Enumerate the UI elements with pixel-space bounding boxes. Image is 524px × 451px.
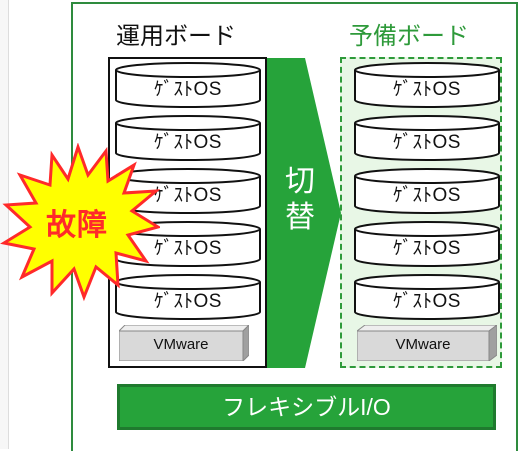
guest-os-label: ｹﾞｽﾄOS	[154, 79, 222, 100]
hypervisor-label: VMware	[395, 336, 451, 353]
guest-os-label: ｹﾞｽﾄOS	[393, 79, 461, 100]
switch-label: 切 替	[280, 164, 320, 236]
switch-label-line1: 切	[285, 165, 315, 198]
spare-guest-stack: ｹﾞｽﾄOS ｹﾞｽﾄOS ｹﾞｽﾄOS ｹﾞｽﾄOS ｹﾞｽﾄOS	[354, 62, 500, 327]
guest-os-label: ｹﾞｽﾄOS	[154, 185, 222, 206]
guest-os-label: ｹﾞｽﾄOS	[393, 132, 461, 153]
spare-board-title: 予備ボード	[349, 23, 469, 50]
active-guest-stack: ｹﾞｽﾄOS ｹﾞｽﾄOS ｹﾞｽﾄOS ｹﾞｽﾄOS ｹﾞｽﾄOS	[115, 62, 261, 327]
guest-os-disk: ｹﾞｽﾄOS	[115, 274, 261, 320]
guest-os-disk: ｹﾞｽﾄOS	[354, 221, 500, 267]
active-hypervisor-block: VMware	[119, 325, 249, 361]
guest-os-disk: ｹﾞｽﾄOS	[115, 62, 261, 108]
guest-os-label: ｹﾞｽﾄOS	[393, 291, 461, 312]
guest-os-label: ｹﾞｽﾄOS	[154, 132, 222, 153]
hypervisor-label: VMware	[153, 336, 209, 353]
flexible-io-bar: フレキシブルI/O	[117, 384, 496, 430]
failure-label: 故障	[46, 209, 108, 242]
guest-os-label: ｹﾞｽﾄOS	[154, 238, 222, 259]
guest-os-label: ｹﾞｽﾄOS	[393, 238, 461, 259]
guest-os-disk: ｹﾞｽﾄOS	[115, 115, 261, 161]
switch-arrow	[267, 58, 341, 368]
left-edge-strip	[0, 0, 9, 449]
guest-os-label: ｹﾞｽﾄOS	[393, 185, 461, 206]
guest-os-disk: ｹﾞｽﾄOS	[354, 274, 500, 320]
guest-os-disk: ｹﾞｽﾄOS	[354, 115, 500, 161]
spare-hypervisor-block: VMware	[357, 325, 497, 361]
guest-os-disk: ｹﾞｽﾄOS	[354, 168, 500, 214]
guest-os-disk: ｹﾞｽﾄOS	[354, 62, 500, 108]
guest-os-label: ｹﾞｽﾄOS	[154, 291, 222, 312]
active-board-title: 運用ボード	[116, 23, 236, 50]
switch-label-line2: 替	[285, 201, 315, 234]
failure-burst-icon	[0, 143, 160, 302]
guest-os-disk: ｹﾞｽﾄOS	[115, 168, 261, 214]
